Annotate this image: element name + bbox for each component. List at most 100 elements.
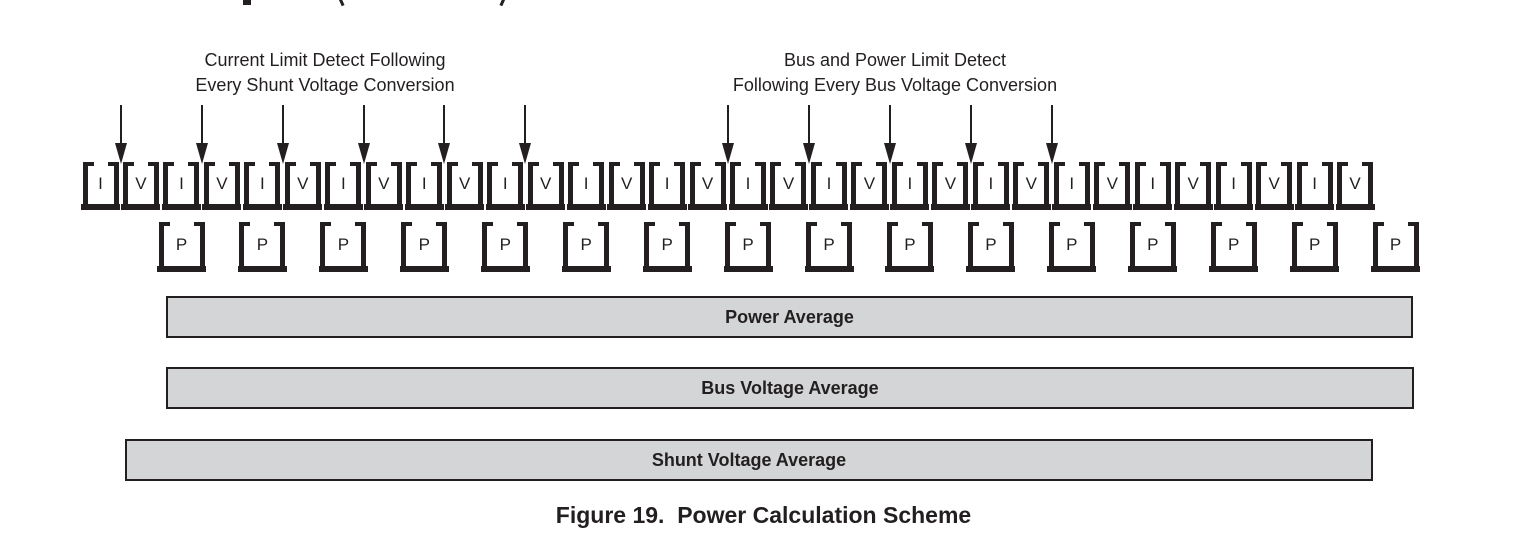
box-base: [485, 204, 525, 210]
box-lip-l: [972, 222, 979, 226]
power-calculation-box: P: [1290, 222, 1340, 272]
box-lip-r: [760, 222, 767, 226]
power-calculation-box: P: [318, 222, 368, 272]
box-wall-r: [153, 162, 159, 210]
box-lip-l: [1220, 162, 1227, 166]
bus-conversion-box: V: [768, 162, 808, 210]
box-letter: I: [1150, 174, 1156, 193]
box-wall-l: [1296, 162, 1302, 210]
box-lip-r: [916, 162, 923, 166]
box-base: [885, 266, 935, 272]
box-lip-l: [1058, 162, 1065, 166]
box-base: [364, 204, 404, 210]
box-wall-l: [482, 222, 488, 272]
box-wall-l: [122, 162, 128, 210]
box-lip-l: [891, 222, 898, 226]
box-wall-l: [365, 162, 371, 210]
box-lip-l: [568, 222, 575, 226]
box-wall-r: [922, 162, 928, 210]
arrow-stem: [969, 105, 972, 145]
box-lip-r: [471, 162, 478, 166]
box-base: [202, 204, 242, 210]
box-base: [723, 266, 773, 272]
shunt-conversion-box: I: [809, 162, 849, 210]
box-letter: I: [1069, 174, 1075, 193]
box-lip-l: [1296, 222, 1303, 226]
box-wall-r: [194, 162, 200, 210]
shunt-conversion-box: I: [971, 162, 1011, 210]
bus-conversion-box: V: [1254, 162, 1294, 210]
box-wall-r: [1413, 222, 1419, 272]
box-base: [161, 204, 201, 210]
box-lip-l: [896, 162, 903, 166]
box-wall-r: [518, 162, 524, 210]
bus-voltage-average-label: Bus Voltage Average: [701, 377, 879, 398]
box-base: [445, 204, 485, 210]
box-letter: I: [98, 174, 103, 193]
box-lip-l: [1180, 162, 1187, 166]
box-wall-l: [851, 162, 857, 210]
box-lip-r: [1362, 162, 1369, 166]
box-wall-r: [1170, 222, 1176, 272]
box-wall-l: [284, 162, 290, 210]
shunt-conversion-box: I: [1295, 162, 1335, 210]
bus-conversion-box: V: [1092, 162, 1132, 210]
current-limit-down-arrow-icon: [437, 105, 451, 164]
box-lip-r: [1164, 222, 1171, 226]
box-lip-l: [730, 222, 737, 226]
power-calculation-box: P: [1209, 222, 1259, 272]
box-lip-l: [330, 162, 337, 166]
box-base: [1254, 204, 1294, 210]
box-wall-l: [810, 162, 816, 210]
box-base: [1047, 266, 1097, 272]
shunt-conversion-box: I: [485, 162, 525, 210]
power-calculation-box: P: [642, 222, 692, 272]
box-base: [318, 266, 368, 272]
bus-conversion-box: V: [930, 162, 970, 210]
box-base: [121, 204, 161, 210]
box-base: [890, 204, 930, 210]
box-base: [809, 204, 849, 210]
power-average-bar: Power Average: [166, 296, 1413, 338]
box-letter: V: [539, 174, 552, 193]
box-lip-l: [811, 222, 818, 226]
box-lip-r: [674, 162, 681, 166]
box-wall-l: [401, 222, 407, 272]
box-letter: V: [782, 174, 795, 193]
box-wall-r: [1084, 162, 1090, 210]
box-base: [1052, 204, 1092, 210]
arrow-head: [357, 143, 370, 164]
box-base: [1011, 204, 1051, 210]
box-lip-l: [370, 162, 377, 166]
box-lip-r: [997, 162, 1004, 166]
arrow-stem: [281, 105, 284, 145]
box-lip-r: [1321, 162, 1328, 166]
box-lip-l: [654, 162, 661, 166]
box-lip-r: [512, 162, 519, 166]
box-wall-l: [568, 162, 574, 210]
box-wall-l: [244, 162, 250, 210]
box-base: [526, 204, 566, 210]
box-wall-l: [1134, 162, 1140, 210]
box-lip-r: [274, 222, 281, 226]
arrow-head: [1045, 143, 1058, 164]
box-letter: I: [1231, 174, 1237, 193]
box-wall-l: [320, 222, 326, 272]
box-letter: V: [1349, 174, 1361, 193]
box-letter: P: [175, 235, 188, 254]
box-wall-l: [1013, 162, 1019, 210]
box-lip-l: [532, 162, 539, 166]
box-lip-r: [835, 162, 842, 166]
box-lip-r: [1281, 162, 1288, 166]
box-lip-r: [714, 162, 721, 166]
box-wall-r: [1125, 162, 1131, 210]
box-base: [642, 266, 692, 272]
box-lip-r: [350, 162, 357, 166]
shunt-conversion-box: I: [1052, 162, 1092, 210]
box-wall-r: [199, 222, 205, 272]
box-lip-l: [1215, 222, 1222, 226]
box-wall-l: [1048, 222, 1054, 272]
box-wall-l: [725, 222, 731, 272]
box-lip-l: [856, 162, 863, 166]
shunt-conversion-box: I: [566, 162, 606, 210]
